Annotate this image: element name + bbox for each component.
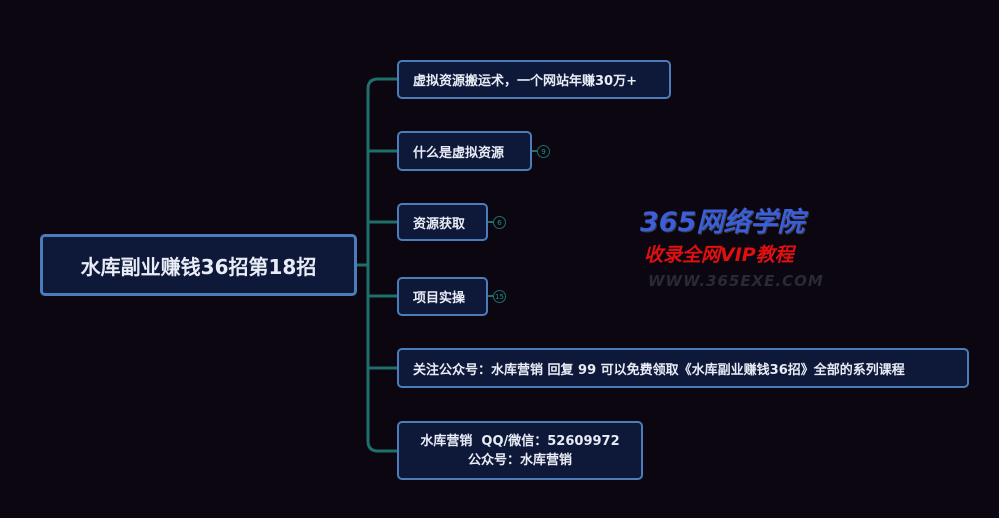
collapsed-count-badge[interactable]: 15 bbox=[493, 290, 506, 303]
branch-node-practice[interactable]: 项目实操 bbox=[397, 277, 488, 316]
branch-node-what-is[interactable]: 什么是虚拟资源 bbox=[397, 131, 532, 171]
watermark-title: 365网络学院 bbox=[640, 207, 805, 238]
collapsed-count-badge[interactable]: 9 bbox=[537, 145, 550, 158]
watermark-url: WWW.365EXE.COM bbox=[648, 272, 824, 290]
watermark-subtitle: 收录全网VIP教程 bbox=[644, 244, 794, 266]
branch-node-acquire[interactable]: 资源获取 bbox=[397, 203, 488, 241]
contact-line-1: 水库营销 QQ/微信：52609972 bbox=[420, 433, 620, 449]
collapsed-count-badge[interactable]: 6 bbox=[493, 216, 506, 229]
branch-node-virtual-resources[interactable]: 虚拟资源搬运术，一个网站年赚30万+ bbox=[397, 60, 671, 99]
branch-node-contact[interactable]: 水库营销 QQ/微信：52609972 公众号：水库营销 bbox=[397, 421, 643, 480]
contact-line-2: 公众号：水库营销 bbox=[467, 452, 572, 468]
branch-node-follow[interactable]: 关注公众号：水库营销 回复 99 可以免费领取《水库副业赚钱36招》全部的系列课… bbox=[397, 348, 969, 388]
root-node[interactable]: 水库副业赚钱36招第18招 bbox=[40, 234, 357, 296]
